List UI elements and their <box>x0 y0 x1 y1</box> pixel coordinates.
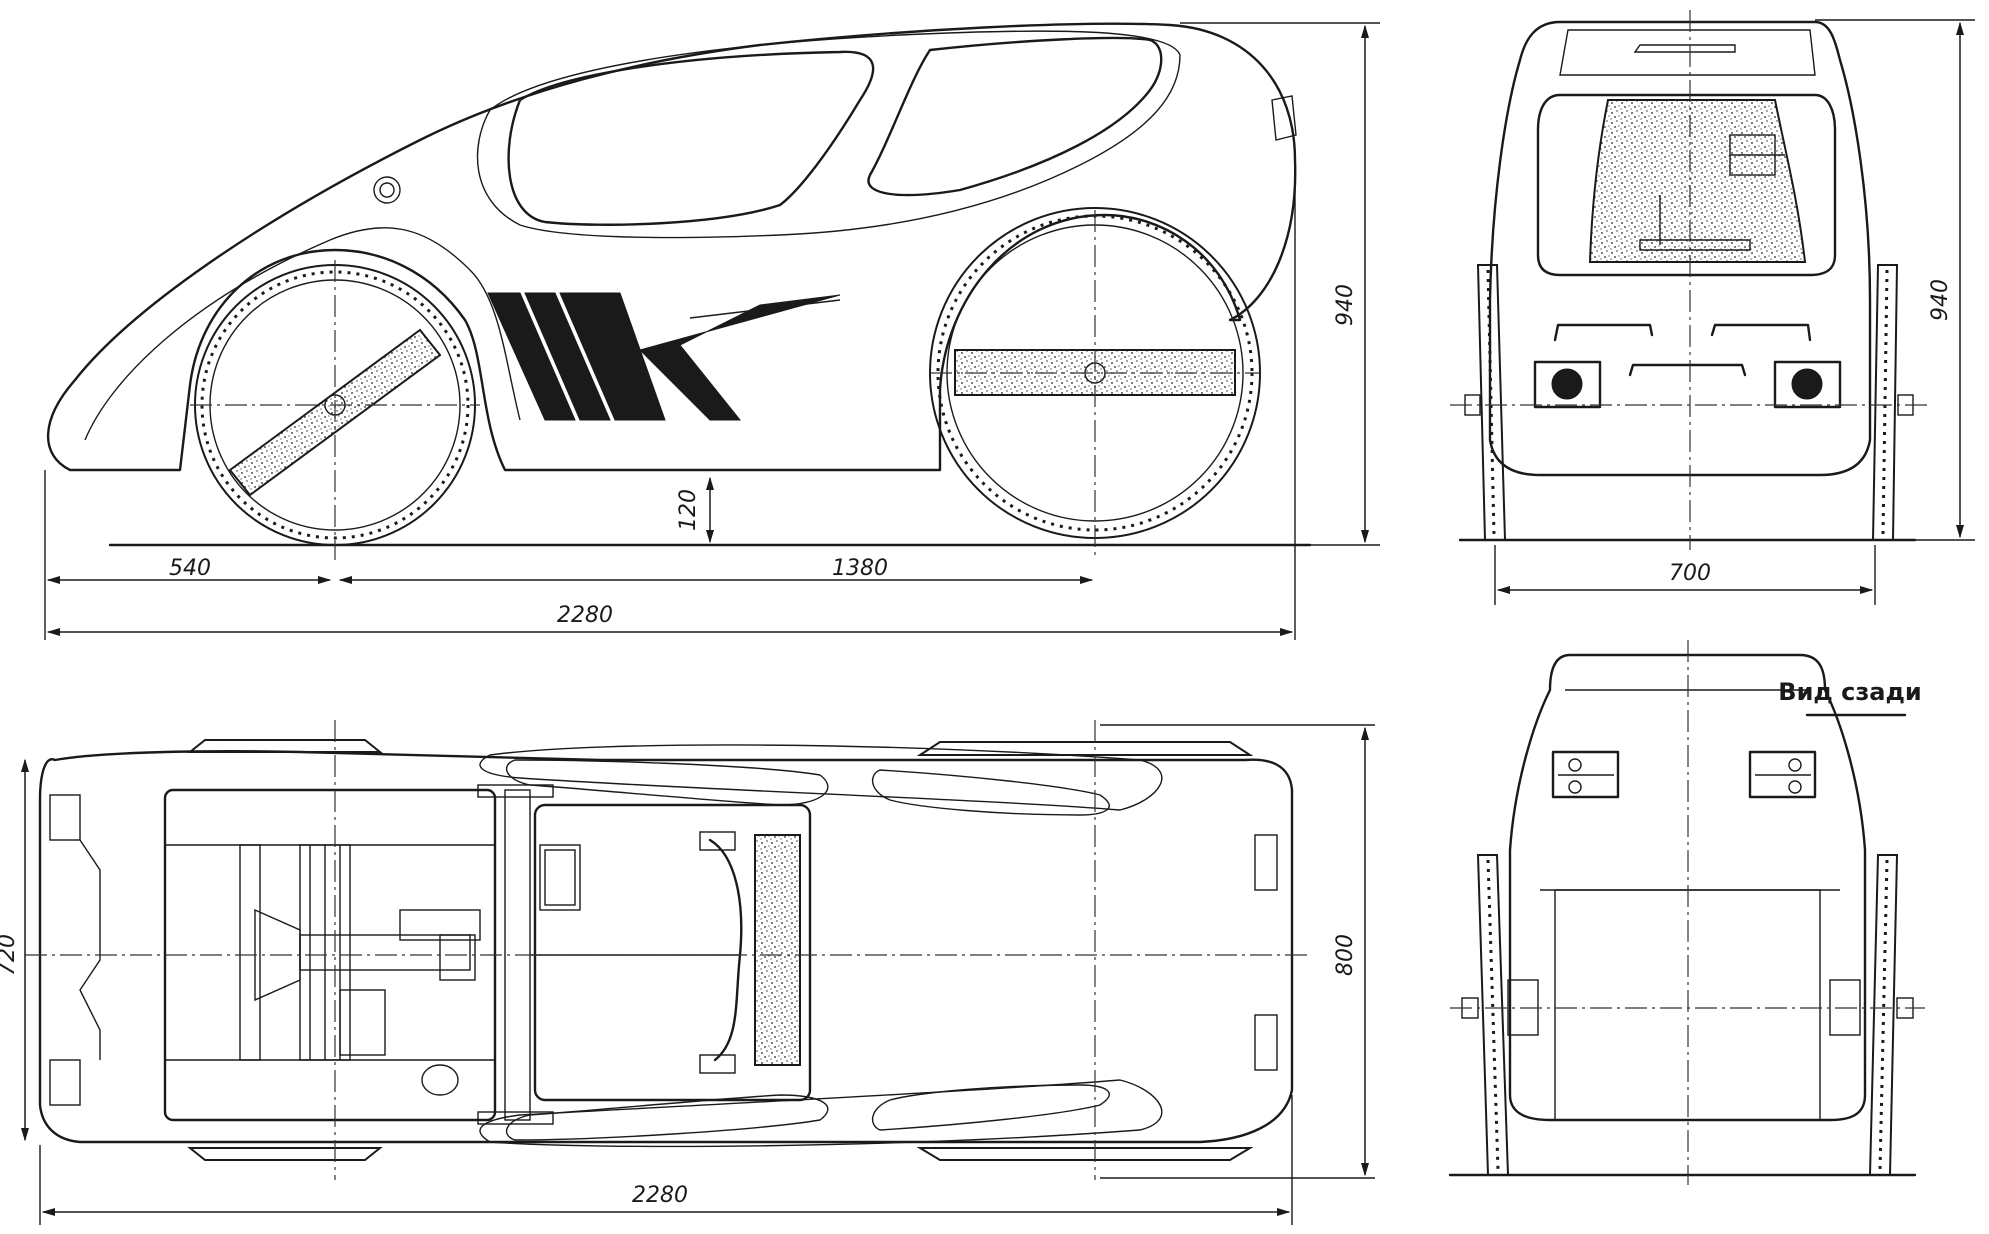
top-sill-lower <box>479 1079 1163 1148</box>
front-roof-handle <box>1633 44 1736 53</box>
tail-light-left-lamp-1 <box>1568 758 1582 772</box>
dim-ground-clearance: 120 <box>676 489 701 531</box>
front-roof-vent <box>1559 29 1816 76</box>
top-wheel-front-lower <box>916 1147 1254 1161</box>
tail-light-right-lamp-1 <box>1788 758 1802 772</box>
headlight-right-lamp <box>1791 368 1823 400</box>
rear-light-top <box>49 794 81 841</box>
front-side-window <box>867 36 1163 197</box>
drive-shaft-block <box>299 934 471 971</box>
headlight-left <box>1533 360 1602 409</box>
rear-view-wheel-right <box>1868 854 1899 1176</box>
rear-body-outline <box>1508 653 1867 1122</box>
front-view-wheel-left <box>1476 264 1507 541</box>
front-pedal-bar <box>1639 239 1751 251</box>
top-wheel-rear-lower <box>187 1147 383 1161</box>
front-wheel-spoke <box>954 349 1236 396</box>
rear-view-label: Вид сзади <box>1778 678 1921 706</box>
front-view: 940 700 <box>1450 10 1975 605</box>
handle-grip-top <box>699 831 736 851</box>
rear-lamp-fitting <box>421 1064 459 1096</box>
frame-bottom-plate <box>477 1111 554 1125</box>
gearbox-lower <box>439 934 476 981</box>
rear-view: Вид сзади <box>1448 640 1925 1185</box>
windshield-frame <box>1536 93 1837 277</box>
rear-side-window <box>507 50 875 226</box>
chain-frame-1 <box>239 844 261 1061</box>
rear-wheel-tread <box>200 270 470 540</box>
front-brow-right <box>1710 323 1812 342</box>
side-decal-line <box>689 299 841 319</box>
top-window-left-lower <box>505 1094 829 1141</box>
top-window-right-upper <box>871 769 1110 816</box>
side-body-outline <box>46 22 1297 472</box>
top-wheel-front-upper <box>916 741 1254 756</box>
dim-front-overhang: 540 <box>169 556 211 581</box>
front-view-wheel-right <box>1871 264 1899 541</box>
top-window-left-upper <box>505 759 829 806</box>
headlight-right <box>1773 360 1842 409</box>
front-interior-seat <box>1588 99 1807 263</box>
tail-light-left-lamp-2 <box>1568 780 1582 794</box>
cockpit-pedal <box>539 844 581 911</box>
dim-wheelbase: 1380 <box>832 556 888 581</box>
top-body-outline <box>38 750 1294 1144</box>
drive-triangle <box>254 908 301 1002</box>
dim-height-side: 940 <box>1333 284 1358 326</box>
window-surround <box>476 30 1181 239</box>
top-window-right-lower <box>871 1084 1110 1131</box>
dim-body-width-top: 720 <box>0 934 20 976</box>
rear-view-tread-left <box>1486 859 1500 1171</box>
rear-light-bottom <box>49 1059 81 1106</box>
front-brow-left <box>1553 323 1654 342</box>
headlight-top-top <box>1254 834 1278 891</box>
dim-total-length-side: 2280 <box>557 603 613 628</box>
door-handle <box>1271 95 1297 141</box>
fuel-cap <box>373 176 401 204</box>
tail-light-left <box>1551 750 1620 799</box>
side-decal-stripe-2 <box>524 292 611 421</box>
steering-bar <box>708 838 743 1062</box>
headlight-left-lamp <box>1551 368 1583 400</box>
dim-overall-width-top: 800 <box>1333 934 1358 976</box>
driver-seat <box>754 834 801 1066</box>
dim-total-length-top: 2280 <box>632 1183 688 1208</box>
top-wheel-rear-upper <box>187 739 383 753</box>
rear-wheel-side <box>190 260 480 560</box>
tail-light-right <box>1748 750 1817 799</box>
battery <box>339 989 386 1056</box>
front-view-tread-right <box>1881 269 1889 536</box>
dim-width-front: 700 <box>1669 561 1711 586</box>
rear-view-tread-right <box>1878 859 1889 1171</box>
front-grille <box>1628 363 1747 377</box>
rear-bumper-line <box>79 839 101 1060</box>
top-view: 800 720 2280 <box>0 720 1375 1225</box>
handle-grip-bottom <box>699 1054 736 1074</box>
front-wheel-side <box>929 207 1261 560</box>
rear-view-wheel-left <box>1476 854 1510 1176</box>
front-body-outline <box>1488 20 1872 477</box>
frame-top-plate <box>477 784 554 798</box>
headlight-top-bottom <box>1254 1014 1278 1071</box>
tail-light-right-lamp-2 <box>1788 780 1802 794</box>
cockpit <box>533 803 812 1102</box>
dim-height-front: 940 <box>1928 279 1953 321</box>
cockpit-pedal-inner <box>544 849 576 906</box>
side-view: 540 1380 2280 120 940 <box>44 22 1380 640</box>
side-body-shoulder <box>84 227 521 441</box>
side-decal-stripe-3 <box>559 292 666 421</box>
side-decal-stripe-1 <box>487 292 576 421</box>
fuel-cap-inner <box>379 182 395 198</box>
top-sill-upper <box>479 744 1163 811</box>
side-decal-chevron <box>639 294 841 421</box>
